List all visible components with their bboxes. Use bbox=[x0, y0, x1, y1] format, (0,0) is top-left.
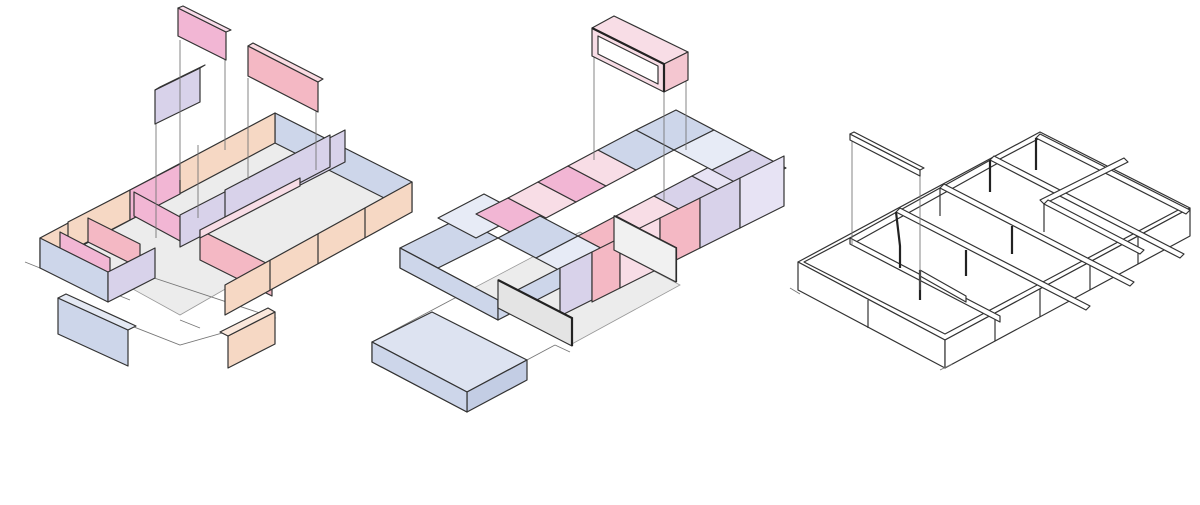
panel-wall-module-assembly bbox=[24, 5, 413, 369]
floating-panel-lavender bbox=[154, 67, 201, 125]
floating-panel-rose bbox=[247, 45, 319, 113]
panel-volumetric-module-assembly bbox=[371, 15, 787, 413]
frame-interior-beams bbox=[849, 133, 1191, 323]
wall-front-left-lav bbox=[107, 247, 156, 303]
partition-long-mid-b bbox=[224, 134, 331, 223]
floating-frame-member bbox=[849, 133, 921, 177]
wall-front-pink-top bbox=[199, 177, 301, 239]
floating-open-module bbox=[591, 15, 689, 93]
panel-frame-structure bbox=[789, 131, 1191, 371]
